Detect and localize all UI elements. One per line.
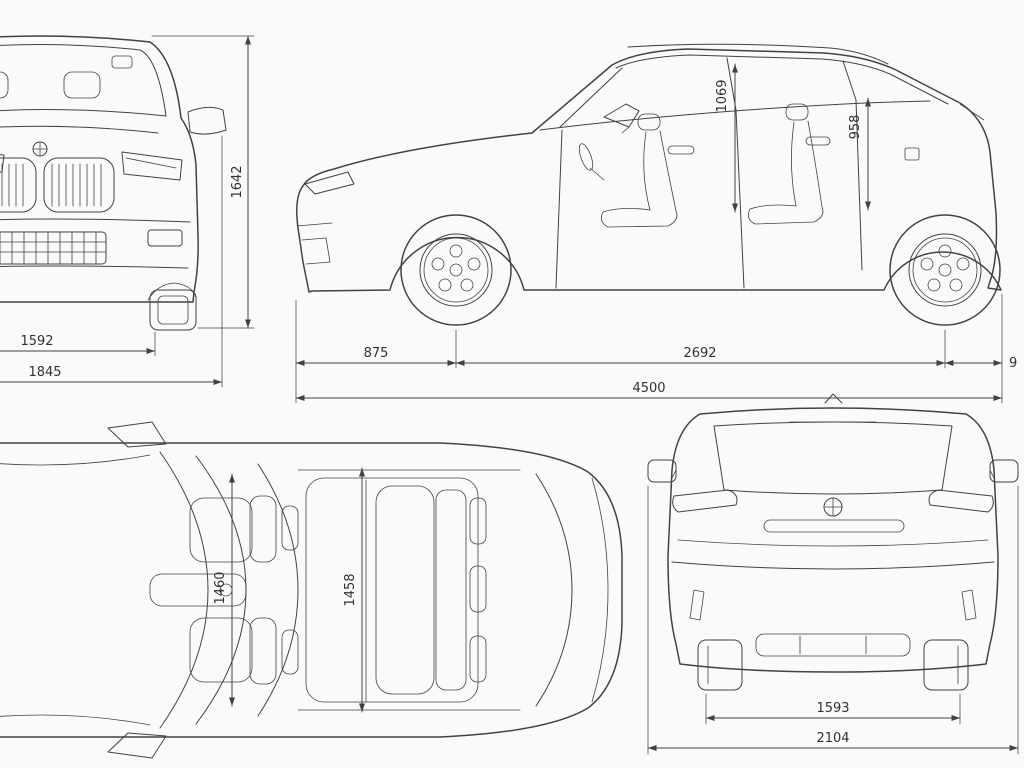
- rear-wheel-right: [923, 639, 969, 691]
- tailgate-lower-seam: [677, 539, 989, 547]
- front-headrest-left: [0, 71, 9, 99]
- front-windshield: [0, 44, 167, 117]
- dim-width-mirrors-label: 2104: [816, 731, 849, 746]
- dim-wheelbase-label: 2692: [683, 346, 716, 361]
- rear-window: [713, 421, 953, 495]
- panoramic-roof: [305, 477, 479, 703]
- front-view: 1642 1592 1845: [0, 35, 255, 388]
- tailgate-top-edge: [591, 477, 609, 703]
- front-wheel: [400, 214, 512, 326]
- top-front-seat-left: [189, 495, 299, 563]
- front-wheel-right: [149, 289, 197, 331]
- roof-front-edge: [257, 463, 299, 717]
- dim-rear-overhang-label-partial: 9: [1009, 356, 1017, 371]
- front-bumper-crease: [0, 218, 191, 223]
- beltline: [539, 100, 931, 131]
- roof-rail: [627, 43, 889, 65]
- headlight-right: [121, 151, 183, 181]
- dim-rear-interior-width-label: 1458: [343, 573, 358, 606]
- reflector-left: [689, 589, 705, 621]
- bumper-top-line: [671, 561, 995, 570]
- taillight-edge: [959, 103, 985, 121]
- dim-overall-height-label: 1642: [230, 165, 245, 198]
- interior-rear-seat: [747, 103, 824, 225]
- roof-side-edges: [297, 469, 521, 711]
- side-view: 1069 958 875 2692 9 4500: [295, 43, 1017, 404]
- fuel-door: [904, 147, 920, 161]
- rear-bench-seat: [375, 485, 487, 695]
- hood-contour-top: [0, 454, 151, 466]
- top-view: 1460 1458: [0, 421, 623, 759]
- side-mirror-right: [187, 106, 227, 135]
- dim-overall-width-label: 1845: [28, 365, 61, 380]
- side-mirror: [603, 103, 640, 134]
- rear-mirror-right: [989, 459, 1019, 483]
- side-body-outline: [296, 48, 1002, 293]
- a-pillar: [559, 67, 623, 128]
- front-body-outline: [0, 35, 199, 303]
- brand-roundel-front-icon: [32, 141, 48, 157]
- dim-front-interior-width-label: 1460: [213, 571, 228, 604]
- front-fender-flare: [147, 282, 197, 301]
- antenna-fin-icon: [824, 393, 843, 404]
- dim-front-overhang-label: 875: [364, 346, 389, 361]
- front-hood-line: [0, 125, 159, 134]
- rear-diffuser: [755, 633, 911, 657]
- rear-wheel-left: [697, 639, 743, 691]
- dim-rear-track-label: 1593: [816, 701, 849, 716]
- side-headlight: [304, 171, 355, 195]
- dim-overall-length-label: 4500: [632, 381, 665, 396]
- top-body-outline: [0, 442, 623, 738]
- hood-contour-bottom: [0, 714, 151, 726]
- taillight-right: [928, 489, 994, 513]
- front-lower-lip: [0, 265, 189, 269]
- rearview-mirror-icon: [111, 55, 133, 69]
- top-mirror-right: [107, 732, 167, 759]
- rear-body-outline: [667, 407, 999, 673]
- reflector-right: [961, 589, 977, 621]
- c-pillar-door-seam: [842, 60, 863, 271]
- rear-view: 1593 2104: [647, 393, 1019, 755]
- front-headrest-right: [63, 71, 101, 99]
- interior-front-seat: [600, 113, 678, 228]
- front-side-intake-right: [147, 229, 183, 247]
- front-bumper-detail: [296, 222, 333, 265]
- rear-wheel: [889, 214, 1001, 326]
- tailgate-handle-recess: [763, 519, 905, 533]
- dim-front-interior-height-label: 1069: [715, 79, 730, 112]
- front-lower-intake: [0, 231, 107, 265]
- dim-front-track-label: 1592: [20, 334, 53, 349]
- dim-rear-interior-height-label: 958: [848, 115, 863, 140]
- rear-mirror-left: [647, 459, 677, 483]
- door-handle-rear: [805, 136, 831, 146]
- top-front-seat-right: [189, 617, 299, 685]
- window-top-line: [615, 54, 949, 105]
- door-handle-front: [667, 145, 695, 155]
- hood-rear-edge: [159, 451, 209, 729]
- front-door-seam: [555, 129, 563, 289]
- steering-wheel: [578, 143, 605, 181]
- brand-roundel-rear-icon: [823, 497, 843, 517]
- kidney-grille: [0, 157, 115, 213]
- headlight-left: [0, 154, 5, 173]
- taillight-left: [672, 489, 738, 513]
- rear-window-top: [535, 473, 573, 707]
- top-mirror-left: [107, 421, 167, 448]
